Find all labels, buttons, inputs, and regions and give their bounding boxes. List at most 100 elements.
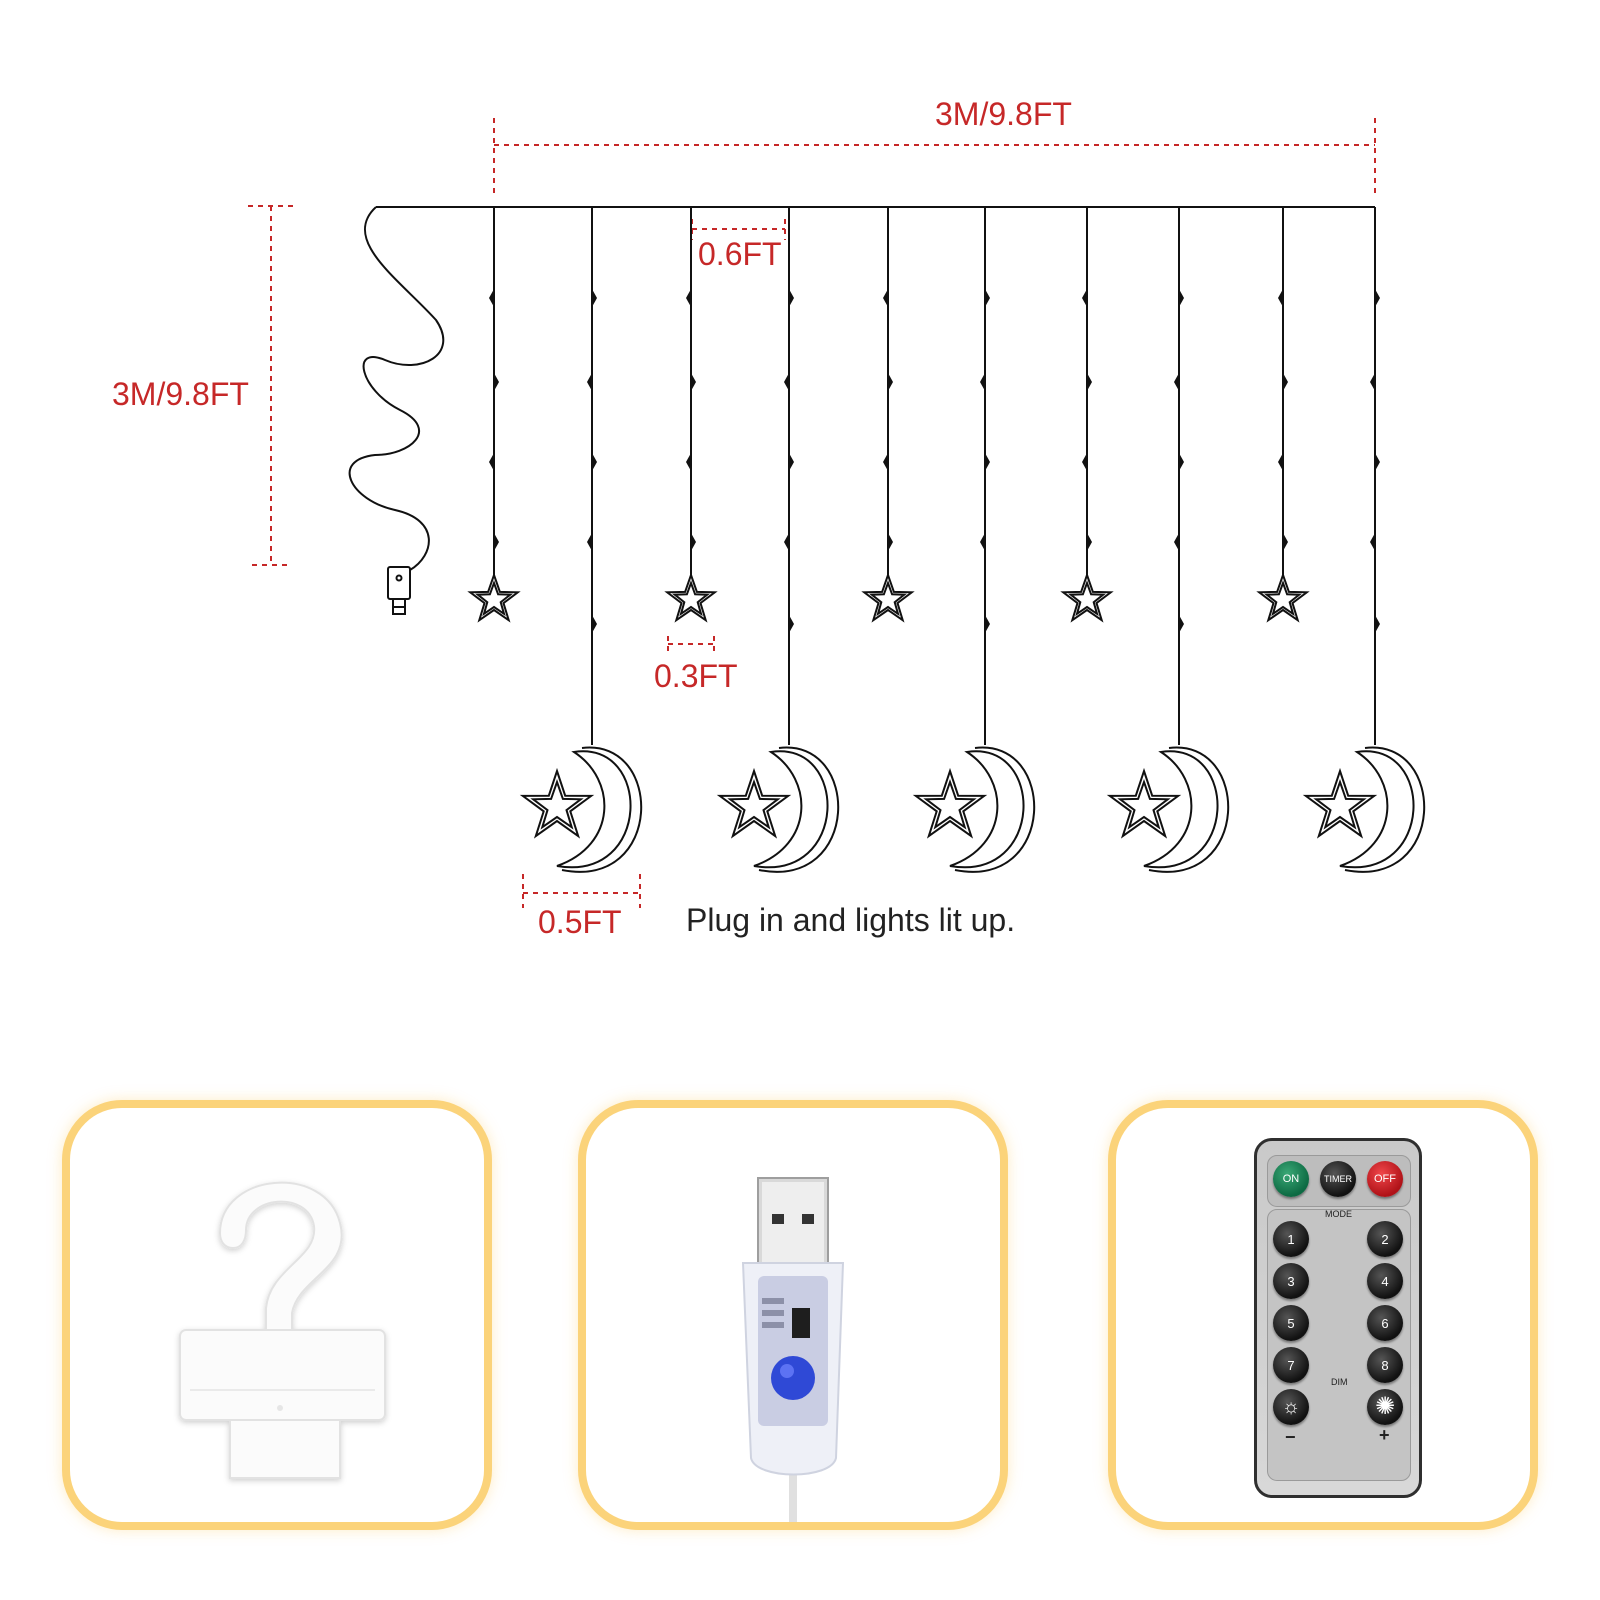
star-ornament-icon <box>1256 571 1310 623</box>
moon-ornament-icon <box>1339 750 1415 869</box>
sun-large-icon: ✺ <box>1374 1393 1396 1420</box>
star-ornament-icon <box>467 571 521 623</box>
led-bead <box>980 533 985 551</box>
moon-star-icon <box>519 767 595 839</box>
remote-dim-label: DIM <box>1331 1377 1348 1387</box>
led-bead <box>789 453 794 471</box>
moon-ornament-outline <box>954 746 1036 873</box>
remote-plus-label: + <box>1379 1425 1390 1445</box>
moon-ornament-outline <box>758 746 840 873</box>
led-bead <box>592 453 597 471</box>
wires <box>348 206 1375 571</box>
remote-key-7[interactable]: 7 <box>1273 1347 1309 1383</box>
remote-key-3[interactable]: 3 <box>1273 1263 1309 1299</box>
led-bead <box>686 453 691 471</box>
led-bead <box>980 373 985 391</box>
star-ornament-icon <box>1060 571 1114 623</box>
led-bead <box>489 453 494 471</box>
moon-ornament-outline <box>561 746 643 873</box>
moon-ornament-outline <box>1344 746 1426 873</box>
led-bead <box>1375 453 1380 471</box>
height-dimension-label: 3M/9.8FT <box>112 376 249 412</box>
remote-dim-down-button[interactable]: ☼ <box>1273 1389 1309 1425</box>
led-bead <box>1375 289 1380 307</box>
led-bead <box>1283 373 1288 391</box>
moon-star-icon <box>716 767 792 839</box>
led-bead <box>587 533 592 551</box>
led-bead <box>1375 615 1380 633</box>
moon-star-inner <box>530 778 584 830</box>
led-bead <box>1087 533 1092 551</box>
hook-panel <box>62 1100 492 1530</box>
moon-ornament-icon <box>1143 750 1219 869</box>
remote-key-2[interactable]: 2 <box>1367 1221 1403 1257</box>
led-bead <box>985 453 990 471</box>
led-bead <box>1174 373 1179 391</box>
remote-key-4[interactable]: 4 <box>1367 1263 1403 1299</box>
star-ornament-inner <box>869 580 907 617</box>
moon-star-inner <box>1313 778 1367 830</box>
led-bead <box>784 373 789 391</box>
usb-plug-icon <box>741 1177 845 1522</box>
remote-on-button[interactable]: ON <box>1273 1161 1309 1197</box>
led-bead <box>1278 453 1283 471</box>
led-bead <box>1082 289 1087 307</box>
led-bead <box>1087 373 1092 391</box>
star-ornament-icon <box>664 571 718 623</box>
remote-key-8[interactable]: 8 <box>1367 1347 1403 1383</box>
lead-cable <box>348 206 445 571</box>
star-ornament-inner <box>1068 580 1106 617</box>
led-bead <box>1278 289 1283 307</box>
star-ornament-inner <box>475 580 513 617</box>
moon-star-icon <box>1106 767 1182 839</box>
remote-dim-up-button[interactable]: ✺ <box>1367 1389 1403 1425</box>
usb-plug-panel <box>578 1100 1008 1530</box>
strands <box>467 207 1426 873</box>
moon-star-inner <box>1117 778 1171 830</box>
remote-key-5[interactable]: 5 <box>1273 1305 1309 1341</box>
moon-star-inner <box>727 778 781 830</box>
moon-star-icon <box>912 767 988 839</box>
led-bead <box>1179 615 1184 633</box>
led-bead <box>494 373 499 391</box>
lead-usb-plug-icon <box>387 566 411 615</box>
moon-ornament-icon <box>556 750 632 869</box>
moon-ornament-outline <box>1148 746 1230 873</box>
moon-dimension-label: 0.5FT <box>538 904 622 940</box>
remote-minus-label: − <box>1285 1427 1296 1447</box>
remote-key-1[interactable]: 1 <box>1273 1221 1309 1257</box>
star-ornament-icon <box>861 571 915 623</box>
led-bead <box>686 289 691 307</box>
led-bead <box>1082 453 1087 471</box>
remote-icon: ON TIMER OFF MODE 1 2 3 4 5 6 7 8 DIM ☼ … <box>1254 1138 1422 1498</box>
spacing-dimension-label: 0.6FT <box>698 236 782 272</box>
led-bead <box>592 289 597 307</box>
led-bead <box>985 289 990 307</box>
led-bead <box>883 289 888 307</box>
led-bead <box>1179 289 1184 307</box>
light-curtain-diagram: 3M/9.8FT 3M/9.8FT 0.6FT 0.3FT 0.5FT Plug… <box>112 96 1426 940</box>
usb-button <box>771 1356 815 1400</box>
star-ornament-inner <box>1264 580 1302 617</box>
sun-small-icon: ☼ <box>1281 1396 1301 1418</box>
led-bead <box>587 373 592 391</box>
led-bead <box>1370 373 1375 391</box>
remote-key-6[interactable]: 6 <box>1367 1305 1403 1341</box>
led-bead <box>489 289 494 307</box>
led-bead <box>592 615 597 633</box>
led-bead <box>691 533 696 551</box>
caption: Plug in and lights lit up. <box>686 902 1016 938</box>
remote-off-button[interactable]: OFF <box>1367 1161 1403 1197</box>
led-bead <box>888 533 893 551</box>
led-bead <box>789 289 794 307</box>
remote-mode-label: MODE <box>1325 1209 1352 1219</box>
led-bead <box>883 453 888 471</box>
led-bead <box>985 615 990 633</box>
remote-timer-button[interactable]: TIMER <box>1320 1161 1356 1197</box>
hook-icon <box>179 1181 386 1479</box>
led-bead <box>494 533 499 551</box>
moon-star-inner <box>923 778 977 830</box>
led-bead <box>888 373 893 391</box>
star-ornament-inner <box>672 580 710 617</box>
star-dimension-label: 0.3FT <box>654 658 738 694</box>
